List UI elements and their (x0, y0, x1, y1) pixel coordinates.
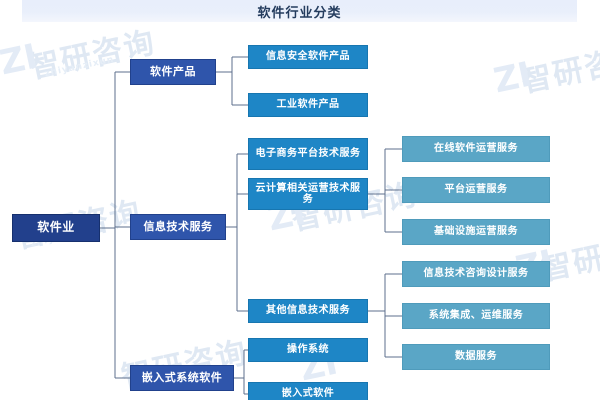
tree-node-label: 基础设施运营服务 (434, 226, 518, 238)
tree-node-label: 信息技术服务 (143, 219, 213, 233)
tree-node[interactable]: 平台运营服务 (402, 177, 550, 203)
tree-node[interactable]: 电子商务平台技术服务 (248, 138, 368, 170)
tree-node[interactable]: 在线软件运营服务 (402, 136, 550, 162)
tree-node-label: 云计算相关运营技术服务 (255, 182, 361, 206)
tree-node[interactable]: 嵌入式系统软件 (130, 365, 234, 391)
tree-node-label: 系统集成、运维服务 (428, 310, 524, 322)
tree-node[interactable]: 其他信息技术服务 (248, 299, 368, 323)
tree-node-label: 信息安全软件产品 (266, 51, 350, 63)
tree-node-label: 软件业 (37, 220, 75, 235)
tree-node-label: 其他信息技术服务 (266, 305, 350, 317)
tree-node[interactable]: 嵌入式软件 (248, 382, 368, 400)
title-bar: 软件行业分类 (22, 0, 577, 22)
tree-node[interactable]: 软件产品 (130, 59, 216, 85)
tree-node-label: 工业软件产品 (276, 99, 340, 111)
tree-node[interactable]: 操作系统 (248, 338, 368, 362)
tree-node[interactable]: 系统集成、运维服务 (402, 303, 550, 329)
tree-node[interactable]: 软件业 (12, 214, 100, 242)
tree-node[interactable]: 工业软件产品 (248, 93, 368, 117)
tree-node-label: 嵌入式软件 (281, 388, 335, 400)
tree-node[interactable]: 信息技术服务 (130, 214, 226, 240)
tree-node-label: 在线软件运营服务 (434, 143, 518, 155)
tree-node[interactable]: 云计算相关运营技术服务 (248, 178, 368, 210)
tree-node[interactable]: 信息技术咨询设计服务 (402, 261, 550, 287)
tree-node-label: 数据服务 (455, 351, 497, 363)
tree-node[interactable]: 数据服务 (402, 344, 550, 370)
tree-node-label: 操作系统 (287, 344, 329, 356)
tree-node[interactable]: 基础设施运营服务 (402, 219, 550, 245)
tree-node-label: 电子商务平台技术服务 (255, 148, 361, 160)
page-title: 软件行业分类 (257, 5, 342, 21)
tree-node-label: 信息技术咨询设计服务 (423, 268, 529, 280)
tree-node-label: 嵌入式系统软件 (141, 370, 223, 384)
tree-node[interactable]: 信息安全软件产品 (248, 45, 368, 69)
tree-node-label: 平台运营服务 (444, 184, 508, 196)
tree-node-label: 软件产品 (150, 64, 196, 78)
